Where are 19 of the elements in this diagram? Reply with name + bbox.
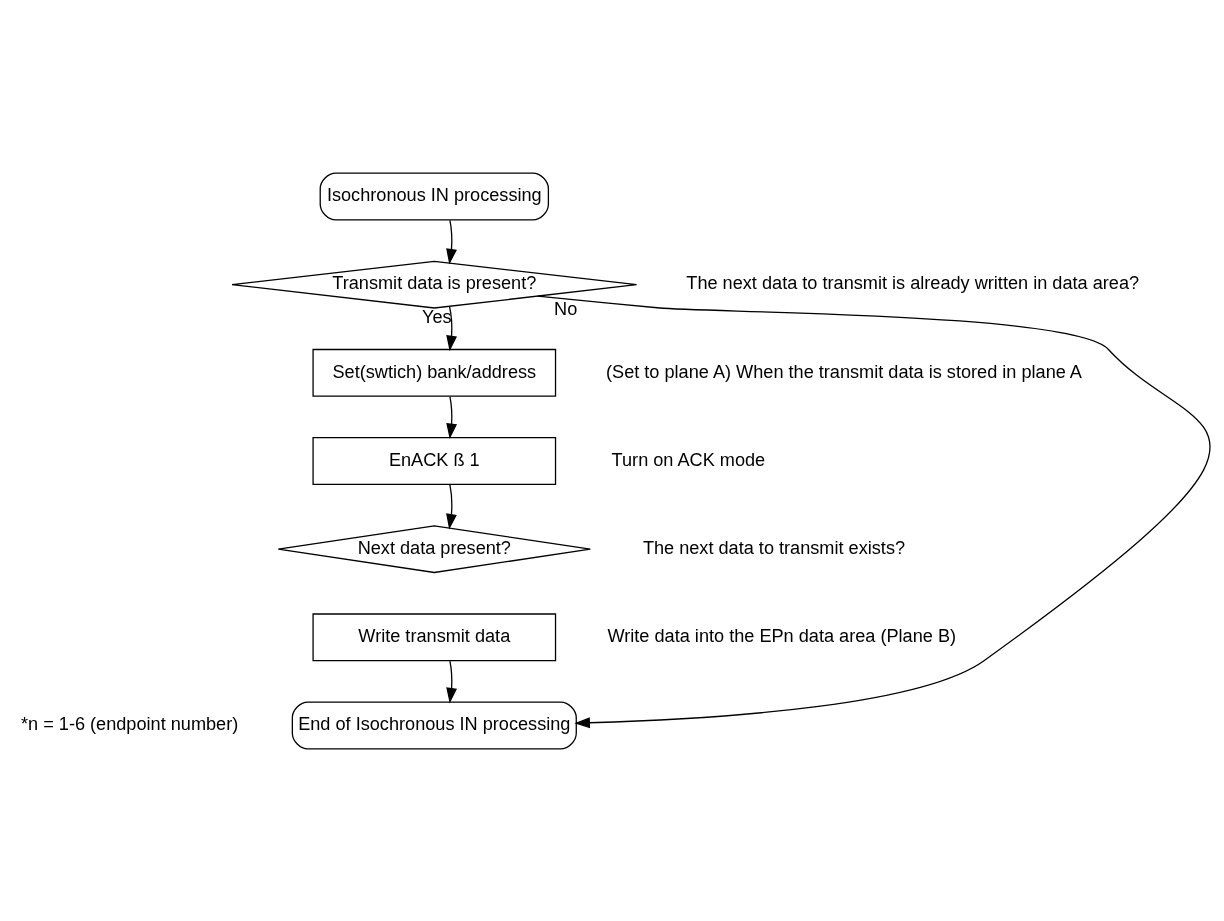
node-label: The next data to transmit is already written in data area? xyxy=(686,272,1140,293)
arrow xyxy=(446,219,457,264)
label: *n = 1-6 (endpoint number) xyxy=(20,713,239,734)
node-diamond: Next data present? xyxy=(277,524,591,573)
node-box: Isochronous IN processing xyxy=(319,172,550,220)
node-label: (Set to plane A) When the transmit data is stored in plane A xyxy=(606,361,1082,382)
node-box: End of Isochronous IN processing xyxy=(291,701,577,749)
arrow xyxy=(446,395,458,439)
arrow xyxy=(446,659,458,703)
node-label: Write data into the EPn data area (Plane B) xyxy=(607,625,957,646)
arrow xyxy=(446,305,458,351)
node-label: The next data to transmit exists? xyxy=(642,537,906,558)
node-label: Turn on ACK mode xyxy=(611,449,766,470)
node-box: Set(swtich) bank/address xyxy=(312,348,557,397)
arrow xyxy=(446,483,457,529)
edge-label: Yes xyxy=(422,306,452,327)
node-box: EnACK ß 1 xyxy=(312,436,557,485)
node-box: Write transmit data xyxy=(312,612,557,661)
arrow xyxy=(536,295,1211,728)
